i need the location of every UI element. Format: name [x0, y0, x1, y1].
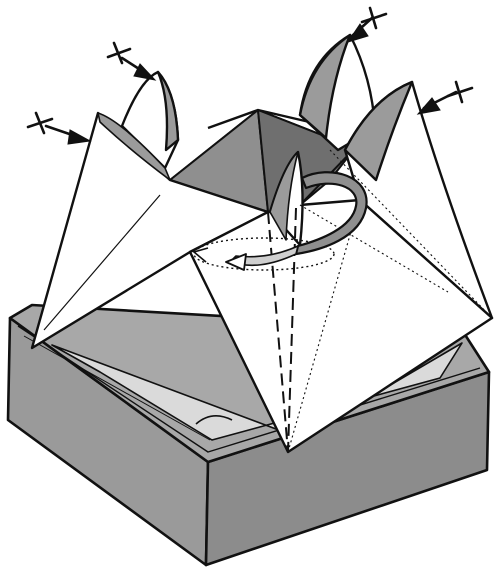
- pinch-arrow-icon: [28, 113, 90, 144]
- pinch-arrow-icon: [348, 8, 386, 42]
- pinch-arrow-icon: [418, 82, 472, 114]
- pinch-arrow-icon: [108, 43, 155, 80]
